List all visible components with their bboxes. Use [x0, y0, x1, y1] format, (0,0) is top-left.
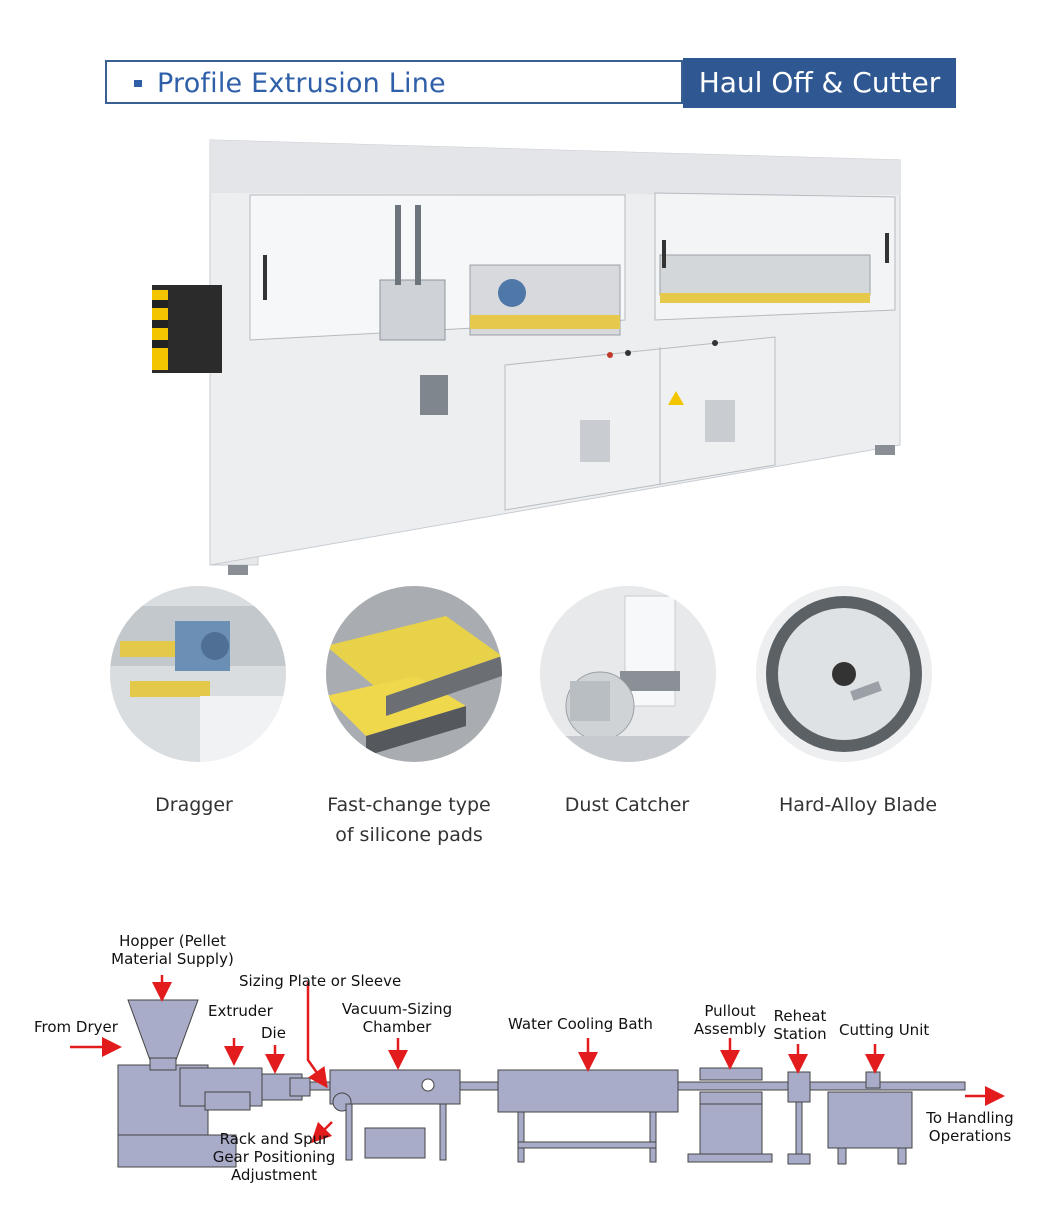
label-hopper-line1: Hopper (Pellet: [119, 932, 226, 950]
water-bath: [497, 1069, 679, 1113]
label-water-bath: Water Cooling Bath: [508, 1015, 653, 1033]
feature-label-pads-line1: Fast-change type: [327, 794, 491, 816]
bullet-icon: [134, 80, 142, 87]
label-rack-line3: Adjustment: [230, 1166, 318, 1184]
reheat-station: [787, 1071, 811, 1103]
label-rack-line1: Rack and Spur: [219, 1130, 329, 1148]
feature-label-blade: Hard-Alloy Blade: [778, 794, 938, 816]
extrusion-process-diagram: Hopper (Pellet Material Supply) Sizing P…: [0, 920, 1060, 1200]
label-vacuum: Vacuum-Sizing Chamber: [332, 1000, 462, 1036]
silicone-pads-photo: [326, 586, 502, 762]
label-die: Die: [261, 1024, 286, 1042]
dragger-photo: [110, 586, 286, 762]
label-handling: To Handling Operations: [918, 1109, 1022, 1145]
label-hopper: Hopper (Pellet Material Supply): [105, 932, 240, 968]
label-cutting: Cutting Unit: [839, 1021, 930, 1039]
feature-label-dust: Dust Catcher: [564, 794, 690, 816]
label-pullout-line1: Pullout: [704, 1002, 756, 1020]
label-handling-line2: Operations: [928, 1127, 1012, 1145]
feature-label-pads: Fast-change type of silicone pads: [300, 790, 518, 850]
header-right-box: Haul Off & Cutter: [683, 58, 956, 108]
label-rack-line2: Gear Positioning: [212, 1148, 336, 1166]
haul-off-cutter-machine-image: [152, 139, 901, 575]
label-handling-line1: To Handling: [926, 1109, 1014, 1127]
label-rack: Rack and Spur Gear Positioning Adjustmen…: [208, 1130, 340, 1184]
label-from-dryer: From Dryer: [34, 1018, 118, 1036]
header-left-box: Profile Extrusion Line: [105, 60, 683, 104]
label-extruder: Extruder: [208, 1002, 273, 1020]
vacuum-chamber: [329, 1069, 461, 1105]
label-vacuum-line1: Vacuum-Sizing: [341, 1000, 453, 1018]
label-reheat: Reheat Station: [770, 1007, 830, 1043]
label-reheat-line2: Station: [773, 1025, 827, 1043]
red-arrows: [70, 975, 1005, 1144]
feature-label-dragger: Dragger: [155, 794, 233, 816]
hopper-shape: [127, 999, 199, 1061]
feature-label-pads-line2: of silicone pads: [335, 824, 483, 846]
label-reheat-line1: Reheat: [773, 1007, 827, 1025]
page-header: Profile Extrusion Line Haul Off & Cutter: [105, 58, 956, 108]
header-left-title: Profile Extrusion Line: [157, 68, 446, 99]
label-vacuum-line2: Chamber: [362, 1018, 432, 1036]
label-sizing-plate: Sizing Plate or Sleeve: [239, 972, 402, 990]
pullout-assembly: [699, 1067, 763, 1081]
cutting-unit: [865, 1071, 881, 1089]
header-right-title: Haul Off & Cutter: [698, 66, 941, 99]
label-pullout-line2: Assembly: [693, 1020, 767, 1038]
saw-blade-photo: [756, 586, 932, 762]
dust-catcher-photo: [540, 586, 716, 762]
label-pullout: Pullout Assembly: [690, 1002, 770, 1038]
label-hopper-line2: Material Supply): [111, 950, 234, 968]
